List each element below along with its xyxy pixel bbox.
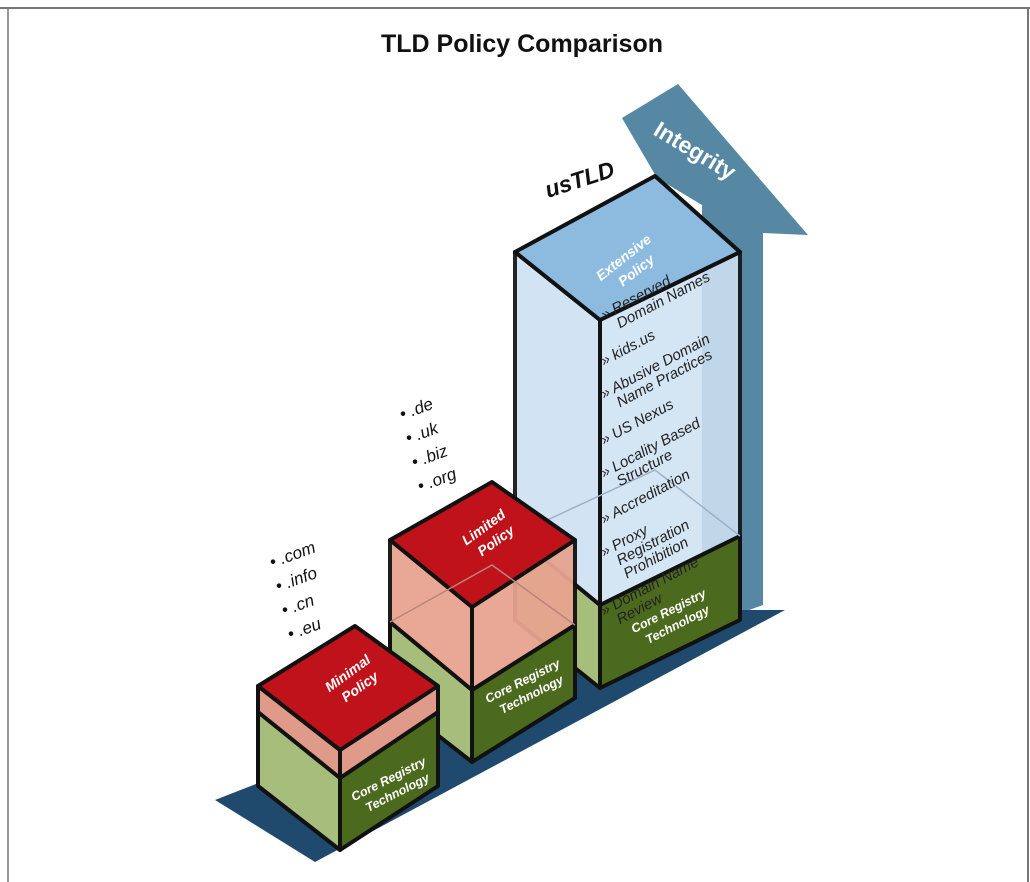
limited-inner-edge bbox=[389, 564, 576, 626]
limited-policy-block: Limited Policy • .de• .uk• .biz• .org Co… bbox=[388, 394, 577, 764]
diagram-title: TLD Policy Comparison bbox=[381, 30, 663, 58]
limited-tld-text: .uk bbox=[413, 418, 442, 444]
extensive-policy-top bbox=[513, 174, 742, 322]
minimal-policy-top bbox=[256, 624, 440, 752]
minimal-tld-item: • .info bbox=[273, 563, 320, 596]
limited-tld-text: .biz bbox=[419, 441, 451, 468]
minimal-tld-text: .cn bbox=[289, 590, 317, 616]
limited-tld-text: .org bbox=[425, 464, 460, 492]
limited-tld-list: • .de• .uk• .biz• .org bbox=[397, 394, 460, 496]
minimal-tld-text: .info bbox=[283, 563, 320, 592]
limited-policy-top bbox=[388, 480, 577, 609]
extensive-inner-edge bbox=[514, 469, 741, 537]
minimal-policy-block: Minimal Policy • .com• .info• .cn• .eu C… bbox=[256, 538, 440, 852]
minimal-tld-list: • .com• .info• .cn• .eu bbox=[267, 538, 324, 644]
limited-tld-text: .de bbox=[407, 394, 436, 420]
ustld-label: usTLD bbox=[542, 156, 618, 203]
minimal-tld-text: .eu bbox=[295, 614, 324, 640]
extensive-policy-block: usTLD Extensive Policy » ReservedDomain … bbox=[513, 156, 742, 690]
minimal-tld-item: • .eu bbox=[285, 614, 324, 644]
